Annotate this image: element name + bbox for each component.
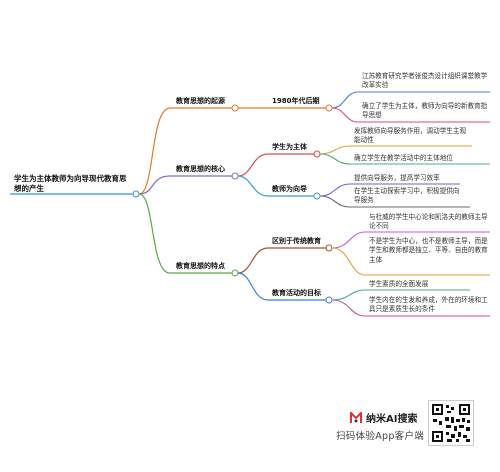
- edge-core-teacher: [237, 175, 269, 197]
- edge-root-core: [138, 175, 171, 195]
- edge-core-student: [237, 153, 269, 177]
- leaf-act-2-label: 学生内在的生发和养成，外在的环境和工具只是素质生长的条件: [369, 296, 488, 314]
- leaf-diff-2: 不是学生为中心，也不是教师主导，而是学生和教师都是独立、平等、自由的教育主体: [369, 237, 490, 265]
- edge-1980-leaf2: [331, 107, 359, 123]
- brand-name: 纳米AI搜索: [366, 414, 418, 425]
- leaf-teacher-1: 提供向导服务，提高学习效率: [354, 174, 464, 183]
- leaf-teacher-2: 在学生主动探索学习中，积极提供向导服务: [354, 187, 466, 206]
- node-1980: 1980年代后期: [272, 97, 319, 107]
- node-student-label: 学生为主体: [272, 143, 307, 151]
- features-connector-dot: [231, 269, 239, 277]
- edge-student-leaf1: [319, 145, 351, 155]
- edge-root-origin: [138, 107, 171, 195]
- branch-features: 教育思想的特点: [176, 262, 225, 272]
- edge-diff-leaf1: [331, 231, 366, 249]
- node-activity: 教育活动的目标: [272, 289, 321, 299]
- leaf-diff-2-label: 不是学生为中心，也不是教师主导，而是学生和教师都是独立、平等、自由的教育主体: [369, 237, 488, 264]
- branch-origin-label: 教育思想的起源: [176, 97, 225, 105]
- edge-student-leaf2: [319, 153, 351, 165]
- qr-code-icon[interactable]: [428, 400, 474, 446]
- leaf-diff-1: 与杜威的学生中心论和凯洛夫的教师主导论不同: [369, 213, 490, 232]
- leaf-act-1: 学生素质的全面发展: [369, 280, 469, 289]
- node-teacher: 教师为向导: [272, 185, 307, 195]
- leaf-1980-1-label: 江苏教育研究学者张俊杰设计组织课堂教学改革实验: [362, 72, 488, 90]
- l2-student-dot: [313, 150, 321, 158]
- edge-features-activity: [237, 272, 269, 301]
- nano-ai-logo-icon: [350, 411, 362, 423]
- branch-core: 教育思想的核心: [176, 165, 225, 175]
- edge-activity-leaf1: [331, 289, 366, 301]
- node-1980-label: 1980年代后期: [272, 97, 320, 105]
- edge-activity-leaf2: [331, 299, 366, 317]
- node-activity-label: 教育活动的目标: [272, 289, 321, 297]
- leaf-student-2-label: 确立学生在教学活动中的主体地位: [354, 154, 453, 162]
- leaf-1980-2-label: 确立了学生为主体，教师为向导的新教育指导思想: [362, 102, 488, 120]
- leaf-student-1: 发挥教师向导服务作用，调动学生主观能动性: [354, 127, 472, 146]
- branch-origin: 教育思想的起源: [176, 97, 225, 107]
- edge-teacher-leaf2: [319, 195, 351, 208]
- leaf-teacher-1-label: 提供向导服务，提高学习效率: [354, 174, 440, 182]
- edge-diff-leaf2: [331, 247, 366, 276]
- leaf-1980-1: 江苏教育研究学者张俊杰设计组织课堂教学改革实验: [362, 72, 490, 91]
- brand-row: 纳米AI搜索: [350, 410, 417, 425]
- root-node: 学生为主体教师为向导现代教育思想的产生: [14, 174, 132, 194]
- root-connector-dot: [132, 190, 140, 198]
- node-diff: 区别于传统教育: [272, 237, 321, 247]
- leaf-student-1-label: 发挥教师向导服务作用，调动学生主观能动性: [354, 127, 467, 145]
- l2-activity-dot: [325, 296, 333, 304]
- branch-core-label: 教育思想的核心: [176, 165, 225, 173]
- edge-teacher-leaf1: [319, 183, 351, 197]
- l2-1980-dot: [325, 104, 333, 112]
- leaf-teacher-2-label: 在学生主动探索学习中，积极提供向导服务: [354, 187, 460, 205]
- node-teacher-label: 教师为向导: [272, 185, 307, 193]
- root-label: 学生为主体教师为向导现代教育思想的产生: [14, 174, 127, 193]
- edge-1980-leaf1: [331, 91, 359, 109]
- edge-features-diff: [237, 247, 269, 274]
- leaf-act-2: 学生内在的生发和养成，外在的环境和工具只是素质生长的条件: [369, 296, 490, 315]
- l2-teacher-dot: [313, 192, 321, 200]
- node-diff-label: 区别于传统教育: [272, 237, 321, 245]
- core-connector-dot: [231, 172, 239, 180]
- leaf-diff-1-label: 与杜威的学生中心论和凯洛夫的教师主导论不同: [369, 213, 488, 231]
- edge-root-features: [138, 193, 171, 274]
- l2-diff-dot: [325, 244, 333, 252]
- origin-connector-dot: [231, 104, 239, 112]
- leaf-1980-2: 确立了学生为主体，教师为向导的新教育指导思想: [362, 102, 490, 121]
- brand-subtitle: 扫码体验App客户端: [336, 431, 425, 442]
- leaf-student-2: 确立学生在教学活动中的主体地位: [354, 154, 490, 163]
- leaf-act-1-label: 学生素质的全面发展: [369, 280, 429, 288]
- node-student: 学生为主体: [272, 143, 307, 153]
- branch-features-label: 教育思想的特点: [176, 262, 225, 270]
